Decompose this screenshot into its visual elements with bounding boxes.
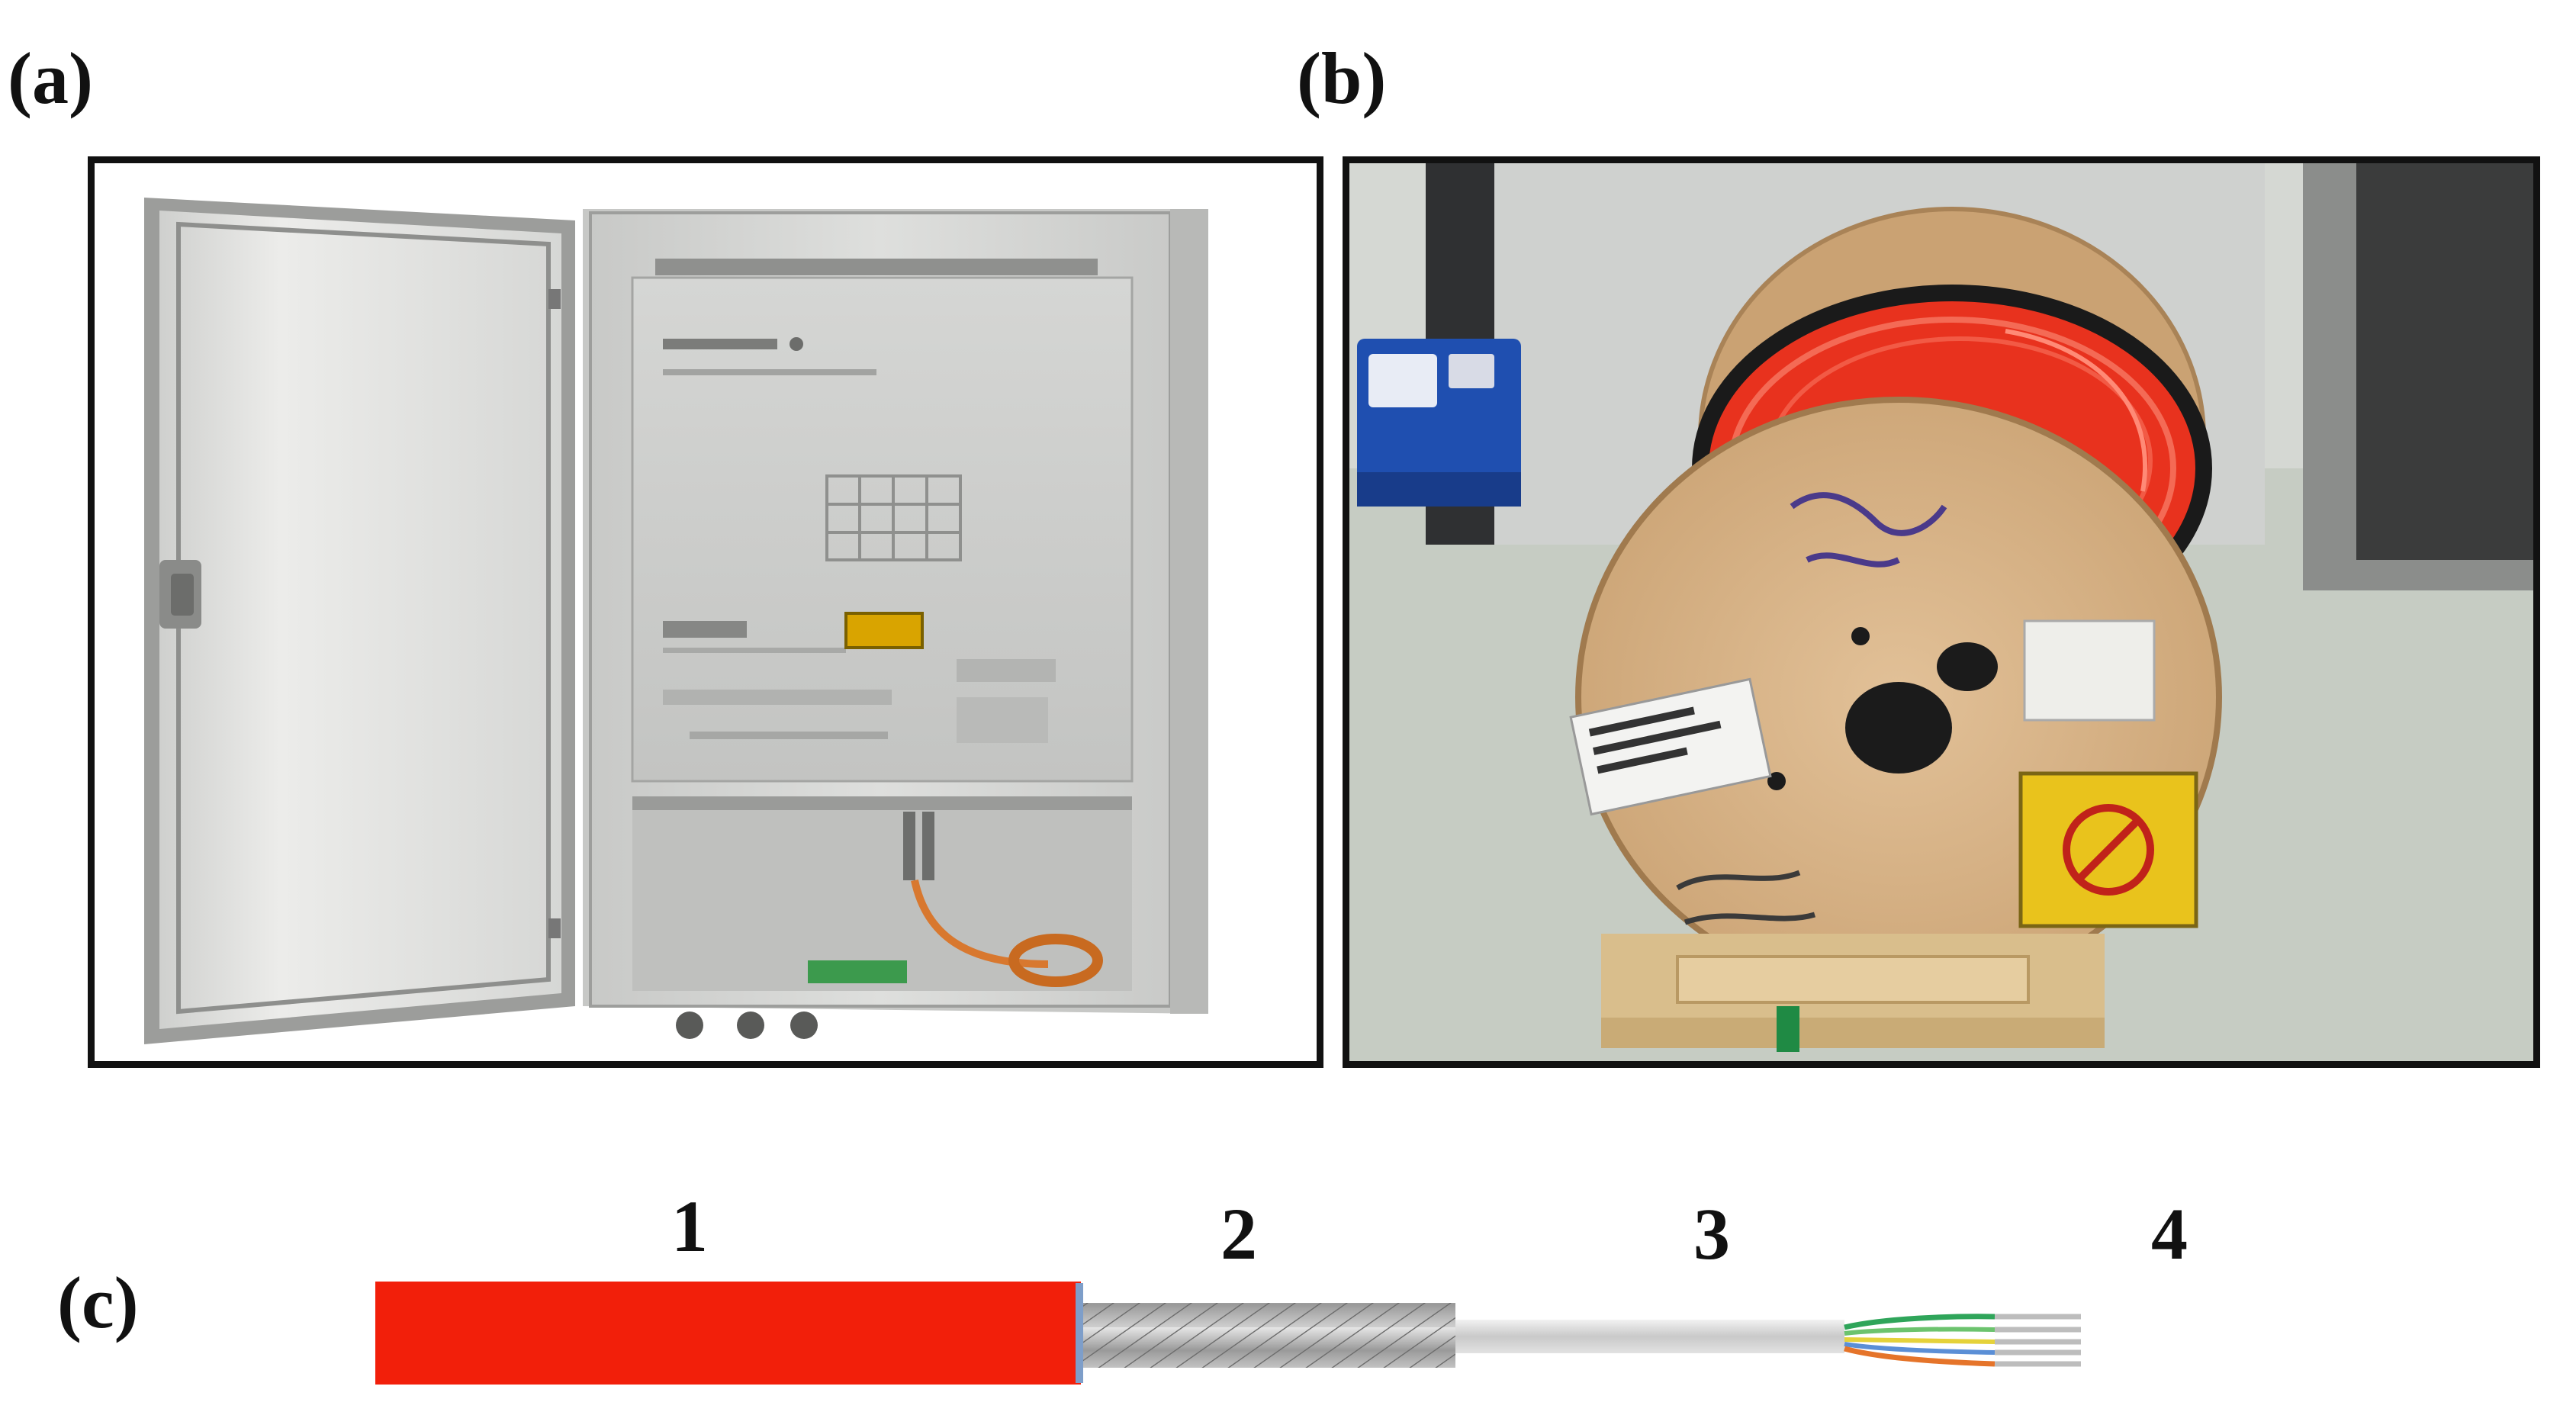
- reel-front-flange: [1569, 397, 2222, 998]
- segment-label-1: 1: [671, 1185, 708, 1267]
- segment-label-3: 3: [1693, 1193, 1730, 1275]
- cabinet-photo: [88, 156, 1323, 1068]
- optical-fibers: [1844, 1314, 2081, 1367]
- blue-cooler: [1357, 339, 1521, 507]
- cable-structure-diagram: 1 2 3 4: [366, 1190, 2319, 1404]
- cabinet-body: [583, 209, 1208, 1039]
- segment-label-2: 2: [1220, 1193, 1257, 1275]
- steel-armor: [1083, 1303, 1455, 1368]
- reel-illustration: [1349, 163, 2533, 1061]
- cabinet-illustration: [144, 198, 1208, 1044]
- panel-c-label: (c): [57, 1262, 139, 1343]
- cabinet-door: [144, 198, 575, 1044]
- panel-a-label: (a): [8, 37, 93, 119]
- wood-pallet: [1601, 934, 2105, 1052]
- cable-layers-svg: [375, 1282, 2081, 1385]
- panel-b-label: (b): [1297, 37, 1387, 119]
- cable-reel-photo: [1343, 156, 2540, 1068]
- outer-jacket: [375, 1282, 1081, 1385]
- segment-label-4: 4: [2151, 1193, 2188, 1275]
- stainless-tube: [1455, 1320, 1844, 1353]
